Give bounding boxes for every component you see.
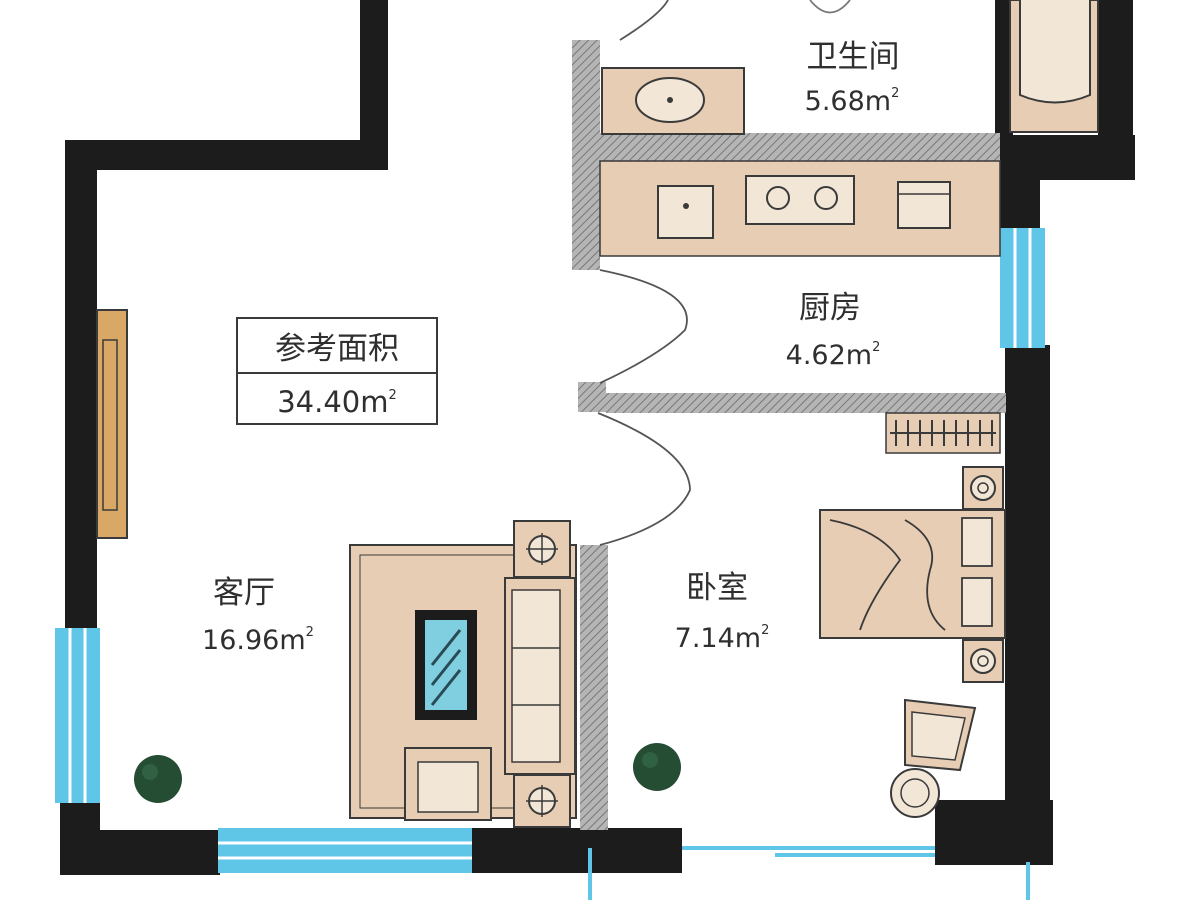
wall-right-lower bbox=[1005, 345, 1050, 865]
reference-area-value: 34.40m2 bbox=[277, 385, 397, 419]
kitchen-sink bbox=[657, 185, 714, 239]
living-armchair bbox=[404, 747, 492, 821]
wall-bottom-middle bbox=[470, 828, 682, 873]
nightstand bbox=[962, 639, 1004, 683]
room-area-living: 16.96m2 bbox=[202, 625, 314, 656]
pillow bbox=[961, 517, 993, 567]
wall-right-upper-inner bbox=[995, 0, 1013, 135]
room-kitchen: 厨房 4.62m2 bbox=[786, 290, 881, 371]
plant bbox=[134, 755, 182, 803]
door-bedroom bbox=[597, 412, 691, 546]
partitions bbox=[572, 40, 1006, 830]
coffee-table bbox=[415, 610, 477, 720]
side-table bbox=[890, 768, 940, 818]
room-bedroom: 卧室 7.14m2 bbox=[675, 570, 770, 654]
partition-living-bedroom bbox=[580, 545, 608, 830]
room-name-living: 客厅 bbox=[213, 575, 275, 611]
partition-bathroom-kitchen-left bbox=[572, 40, 600, 270]
exterior-walls bbox=[60, 0, 1135, 875]
side-table bbox=[513, 774, 571, 828]
bathroom-sink bbox=[601, 67, 745, 135]
partition-stub bbox=[578, 382, 606, 412]
toilet-top bbox=[809, 0, 851, 14]
reference-area-label: 参考面积 bbox=[275, 331, 399, 367]
room-area-kitchen: 4.62m2 bbox=[786, 340, 881, 371]
wall-top-left bbox=[65, 140, 388, 170]
wardrobe bbox=[885, 412, 1001, 454]
windows bbox=[55, 228, 1045, 900]
entry-door-panel bbox=[96, 309, 128, 539]
nightstand bbox=[962, 466, 1004, 510]
bathroom-bathtub bbox=[1009, 0, 1099, 133]
reference-area-box: 参考面积 34.40m2 bbox=[236, 317, 438, 425]
room-name-kitchen: 厨房 bbox=[799, 290, 861, 326]
bed bbox=[819, 509, 1006, 639]
window-bottom-left bbox=[218, 828, 472, 873]
wall-left-upper bbox=[65, 140, 97, 630]
room-living: 客厅 16.96m2 bbox=[202, 575, 314, 656]
window-left bbox=[55, 628, 100, 803]
room-name-bathroom: 卫生间 bbox=[807, 39, 900, 75]
wall-right-upper bbox=[1098, 0, 1133, 180]
partition-bathroom-kitchen bbox=[600, 133, 1000, 161]
doors bbox=[597, 0, 851, 546]
door-bathroom bbox=[619, 0, 669, 41]
bedroom-armchair bbox=[890, 698, 977, 818]
door-kitchen bbox=[599, 269, 688, 384]
room-bathroom: 卫生间 5.68m2 bbox=[805, 39, 900, 117]
pillow bbox=[961, 577, 993, 627]
wall-bottom-left bbox=[60, 830, 220, 875]
kitchen-cabinet bbox=[897, 181, 951, 229]
partition-kitchen-bedroom bbox=[606, 393, 1006, 413]
stove bbox=[745, 175, 855, 225]
side-table bbox=[513, 520, 571, 578]
room-name-bedroom: 卧室 bbox=[686, 570, 748, 606]
kitchen-counter bbox=[599, 160, 1001, 257]
plant bbox=[633, 743, 681, 791]
balcony-rail bbox=[588, 846, 1030, 900]
room-area-bathroom: 5.68m2 bbox=[805, 86, 900, 117]
window-right bbox=[1000, 228, 1045, 348]
sofa bbox=[504, 577, 576, 775]
room-area-bedroom: 7.14m2 bbox=[675, 623, 770, 654]
